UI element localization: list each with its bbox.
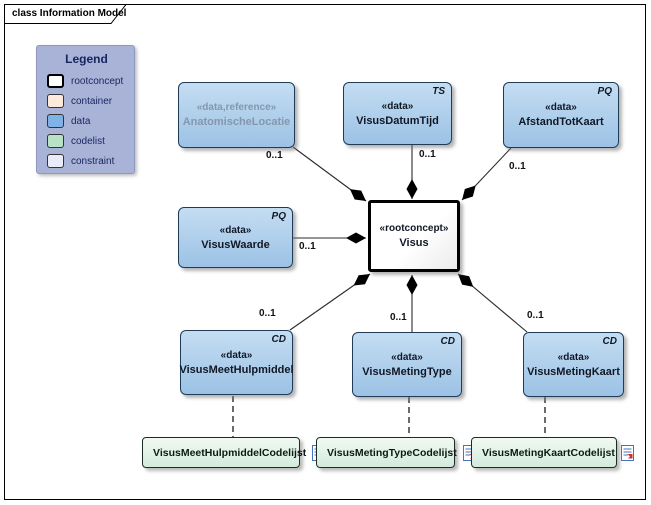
class-name: VisusMeetHulpmiddel xyxy=(179,363,294,376)
codelist-visus-meet-hulpmiddel[interactable]: VisusMeetHulpmiddelCodelijst xyxy=(142,437,326,468)
legend-item-rootconcept: rootconcept xyxy=(47,73,126,89)
class-type-label: CD xyxy=(271,334,286,345)
class-stereotype: «data» xyxy=(557,351,590,363)
class-name: VisusMetingType xyxy=(362,365,452,378)
class-anatomische-locatie[interactable]: «data,reference» AnatomischeLocatie xyxy=(178,82,295,148)
class-stereotype: «data» xyxy=(220,349,253,361)
multiplicity-visuswaarde: 0..1 xyxy=(299,241,316,252)
legend-item-data: data xyxy=(47,113,126,129)
class-type-label: PQ xyxy=(597,86,612,97)
multiplicity-anatomischelocatie: 0..1 xyxy=(266,150,283,161)
codelist-name: VisusMetingKaartCodelijst xyxy=(482,446,615,459)
document-icon xyxy=(620,444,634,461)
legend-item-codelist: codelist xyxy=(47,133,126,149)
class-stereotype: «data» xyxy=(391,351,423,363)
container-swatch xyxy=(47,94,64,108)
class-stereotype: «rootconcept» xyxy=(379,223,449,234)
class-name: VisusWaarde xyxy=(201,238,270,251)
class-type-label: CD xyxy=(440,336,455,347)
class-name: Visus xyxy=(399,237,429,249)
class-visus-meet-hulpmiddel[interactable]: CD «data» VisusMeetHulpmiddel xyxy=(179,330,294,395)
multiplicity-visusmeethulpmiddel: 0..1 xyxy=(259,308,276,319)
codelist-visus-meting-kaart[interactable]: VisusMetingKaartCodelijst xyxy=(471,437,634,468)
codelist-name: VisusMeetHulpmiddelCodelijst xyxy=(153,446,307,459)
class-visus-meting-kaart[interactable]: CD «data» VisusMetingKaart xyxy=(523,332,624,397)
multiplicity-visusmetingkaart: 0..1 xyxy=(527,310,544,321)
legend-item-constraint: constraint xyxy=(47,153,126,169)
legend-title: Legend xyxy=(65,52,108,66)
rootconcept-swatch xyxy=(47,74,64,88)
multiplicity-visusdatumtijd: 0..1 xyxy=(419,149,436,160)
class-visus-meting-type[interactable]: CD «data» VisusMetingType xyxy=(352,332,462,397)
class-type-label: TS xyxy=(432,86,445,97)
class-name: VisusDatumTijd xyxy=(356,114,439,127)
class-stereotype: «data» xyxy=(545,102,577,113)
multiplicity-afstandtotkaart: 0..1 xyxy=(509,161,526,172)
class-stereotype: «data» xyxy=(219,224,252,236)
class-afstand-tot-kaart[interactable]: PQ «data» AfstandTotKaart xyxy=(503,82,619,148)
class-stereotype: «data,reference» xyxy=(196,102,277,113)
constraint-swatch xyxy=(47,154,64,168)
class-stereotype: «data» xyxy=(381,100,414,112)
connector-afstandtotkaart-visus[interactable] xyxy=(461,147,512,201)
diagram-tab-label: class Information Model xyxy=(12,8,127,19)
codelist-name: VisusMetingTypeCodelijst xyxy=(327,446,457,459)
legend-item-container: container xyxy=(47,93,126,109)
class-type-label: CD xyxy=(602,336,617,347)
connector-visusmeethulpmiddel-visus[interactable] xyxy=(289,273,371,331)
class-name: AnatomischeLocatie xyxy=(182,116,291,128)
connector-anatomischelocatie-visus[interactable] xyxy=(292,146,367,202)
class-name: AfstandTotKaart xyxy=(518,116,604,128)
multiplicity-visusmetingtype: 0..1 xyxy=(390,312,407,323)
legend: Legend rootconcept container data codeli… xyxy=(36,45,135,174)
class-type-label: PQ xyxy=(271,211,286,222)
class-visus-waarde[interactable]: PQ «data» VisusWaarde xyxy=(178,207,293,268)
class-visus-datum-tijd[interactable]: TS «data» VisusDatumTijd xyxy=(343,82,452,145)
connector-visusmetingkaart-visus[interactable] xyxy=(457,273,528,333)
codelist-visus-meting-type[interactable]: VisusMetingTypeCodelijst xyxy=(316,437,476,468)
data-swatch xyxy=(47,114,64,128)
codelist-swatch xyxy=(47,134,64,148)
class-name: VisusMetingKaart xyxy=(527,365,620,378)
class-visus-rootconcept[interactable]: «rootconcept» Visus xyxy=(368,200,460,272)
